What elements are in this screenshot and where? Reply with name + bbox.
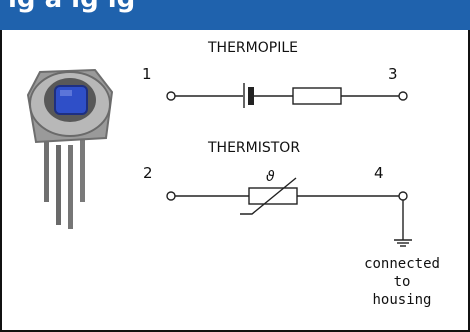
sensor-illustration bbox=[26, 68, 114, 229]
header-bar: ig a ig ig bbox=[0, 0, 470, 30]
pin-3-label: 3 bbox=[388, 65, 398, 83]
ground-note-line-1: connected bbox=[364, 256, 440, 272]
ground-note-line-3: housing bbox=[372, 292, 431, 308]
terminal-3 bbox=[398, 91, 408, 101]
thermopile-label: THERMOPILE bbox=[207, 40, 298, 56]
pin-4-label: 4 bbox=[374, 164, 384, 182]
thermopile-resistor bbox=[292, 87, 342, 105]
pin-2-label: 2 bbox=[143, 164, 153, 182]
pin-1-label: 1 bbox=[142, 65, 152, 83]
cell-thick-plate bbox=[248, 87, 254, 105]
header-title: ig a ig ig bbox=[8, 0, 135, 14]
terminal-4 bbox=[398, 191, 408, 201]
ground-note-line-2: to bbox=[394, 274, 411, 290]
terminal-2 bbox=[166, 191, 176, 201]
thermistor-slash bbox=[240, 177, 297, 215]
thermistor-circuit bbox=[166, 177, 412, 247]
terminal-1 bbox=[166, 91, 176, 101]
thermistor-label: THERMISTOR bbox=[207, 140, 300, 156]
thermopile-circuit bbox=[166, 83, 408, 108]
thermistor-theta-symbol: ϑ bbox=[266, 169, 275, 185]
